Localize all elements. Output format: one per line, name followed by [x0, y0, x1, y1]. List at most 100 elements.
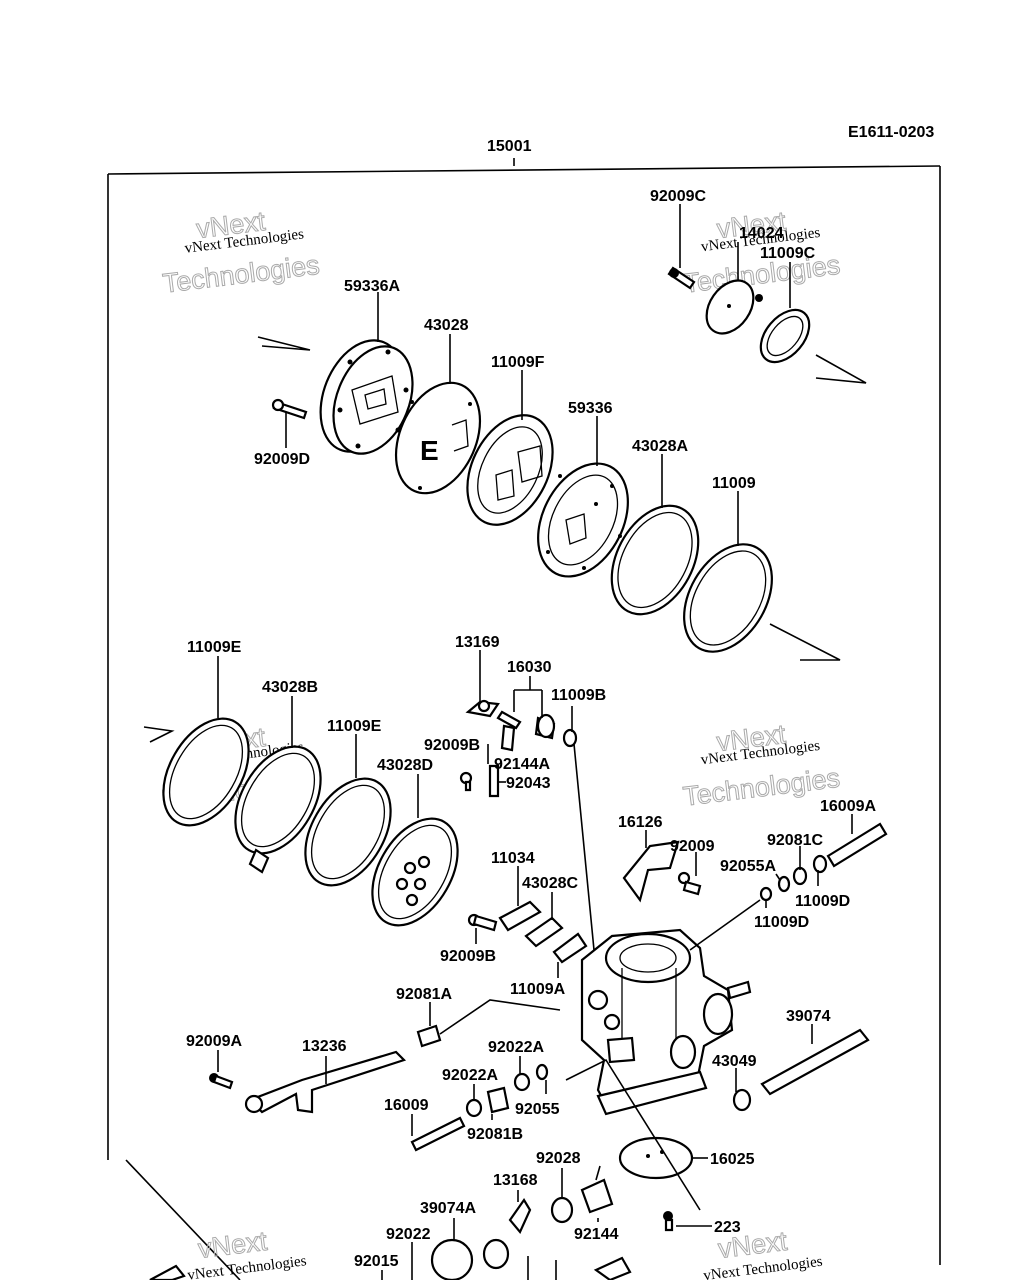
- part-label: 43028A: [632, 438, 688, 455]
- lever-13168: [508, 1197, 532, 1235]
- seal-43049: [732, 1088, 752, 1112]
- part-label: 92081A: [396, 986, 452, 1003]
- spring-92081c: [792, 866, 808, 886]
- diaphragm-43028b: [234, 745, 322, 874]
- part-label: 13169: [455, 634, 500, 651]
- leader-lines: [217, 204, 853, 1280]
- part-label: 11009D: [795, 893, 850, 910]
- part-labels: 92009C 14024 11009C 59336A 43028 11009F …: [186, 188, 876, 1270]
- screw-92009a: [209, 1073, 234, 1090]
- part-label: 223: [714, 1219, 741, 1236]
- pump-cover-59336a: [319, 339, 414, 455]
- diaphragm-43028: E: [394, 381, 482, 495]
- part-label: 11009E: [327, 718, 382, 735]
- part-label: 92144: [574, 1226, 619, 1243]
- part-label: 92009D: [254, 451, 310, 468]
- part-label: 11009D: [754, 914, 809, 931]
- part-label: 92055A: [720, 858, 776, 875]
- part-label: 92015: [354, 1253, 399, 1270]
- gasket-43028c: [524, 916, 564, 948]
- part-label: 43028D: [377, 757, 433, 774]
- shaft-13236: [244, 1050, 407, 1114]
- o-ring-92055: [535, 1063, 549, 1081]
- diagram-code: E1611-0203: [848, 124, 934, 141]
- diaphragm-43028d: [371, 817, 459, 927]
- screw-16009: [410, 1116, 466, 1152]
- watermark-top-right: vNext Technologies vNext Technologies: [681, 205, 842, 299]
- part-label: 92022A: [488, 1039, 544, 1056]
- direction-arrow: [143, 336, 867, 743]
- collar-92028: [550, 1196, 574, 1224]
- collar-92022: [482, 1238, 510, 1270]
- part-label: 92081C: [767, 832, 823, 849]
- needle-16030: [496, 710, 556, 740]
- carburetor-body-15001: [580, 928, 752, 1116]
- part-label: 92043: [506, 775, 551, 792]
- screw-16009a: [826, 822, 888, 868]
- part-label: 43028C: [522, 875, 578, 892]
- gasket-11009e-b: [304, 777, 392, 887]
- valve-13169: [465, 699, 500, 718]
- part-label: 92022A: [442, 1067, 498, 1084]
- part-label: 59336A: [344, 278, 400, 295]
- spring-92081a: [416, 1024, 442, 1048]
- part-label: 13168: [493, 1172, 538, 1189]
- assembly-number: 15001: [487, 138, 532, 155]
- part-label: 11009B: [551, 687, 606, 704]
- part-label: 16030: [507, 659, 552, 676]
- pin-92043: [488, 764, 500, 798]
- o-ring-11009d-b: [759, 886, 773, 902]
- screw-92009b-b: [467, 913, 498, 932]
- part-label: 11009F: [491, 354, 545, 371]
- spring-92144a: [500, 724, 516, 752]
- screw-92009c: [667, 266, 696, 290]
- part-label: 92009: [670, 838, 715, 855]
- gasket-11009a: [552, 932, 588, 964]
- part-label: 13236: [302, 1038, 347, 1055]
- svg-text:Technologies: Technologies: [161, 250, 321, 299]
- pump-body-59336: [537, 462, 629, 578]
- diaphragm-letter: E: [420, 435, 439, 466]
- part-label: 92009B: [440, 948, 496, 965]
- part-label: 11009A: [510, 981, 566, 998]
- part-label: 39074: [786, 1008, 831, 1025]
- part-label: 92009C: [650, 188, 706, 205]
- spring-92144: [580, 1178, 614, 1214]
- screw-92009d: [271, 398, 308, 420]
- part-label: 92081B: [467, 1126, 523, 1143]
- part-label: 14024: [739, 225, 784, 242]
- o-ring-11009b: [562, 728, 578, 748]
- part-label: 92028: [536, 1150, 581, 1167]
- plate-16126: [622, 840, 680, 903]
- part-label: 59336: [568, 400, 613, 417]
- screw-92009: [677, 871, 702, 896]
- part-label: 16009: [384, 1097, 429, 1114]
- plate-16025: [618, 1136, 694, 1180]
- spring-92081b: [486, 1086, 510, 1114]
- part-label: 11009C: [760, 245, 816, 262]
- pulley-39074a: [430, 1238, 474, 1280]
- assembly-bracket: [107, 158, 941, 1280]
- part-label: 92022: [386, 1226, 431, 1243]
- cover-14024: [705, 279, 763, 335]
- svg-text:Technologies: Technologies: [681, 763, 841, 812]
- part-label: 43049: [712, 1053, 757, 1070]
- part-label: 43028: [424, 317, 469, 334]
- gasket-11009c: [759, 308, 811, 364]
- partial-bottom-parts: [149, 1256, 632, 1280]
- watermark-mid-right: vNext Technologies vNext Technologies: [681, 718, 842, 812]
- watermark-top-left: vNext Technologies vNext Technologies: [161, 205, 322, 299]
- part-label: 16025: [710, 1151, 755, 1168]
- part-label: 16009A: [820, 798, 876, 815]
- part-label: 43028B: [262, 679, 318, 696]
- part-label: 39074A: [420, 1200, 476, 1217]
- screw-92009b-a: [459, 771, 473, 792]
- washer-92022a-a: [513, 1072, 531, 1092]
- watermark-bottom-left: vNext vNext Technologies: [186, 1225, 307, 1280]
- part-label: 92009A: [186, 1033, 242, 1050]
- plate-11034: [498, 900, 542, 932]
- part-label: 11009: [712, 475, 756, 492]
- shaft-39074: [760, 1028, 870, 1096]
- diaphragm-43028a: [610, 504, 700, 616]
